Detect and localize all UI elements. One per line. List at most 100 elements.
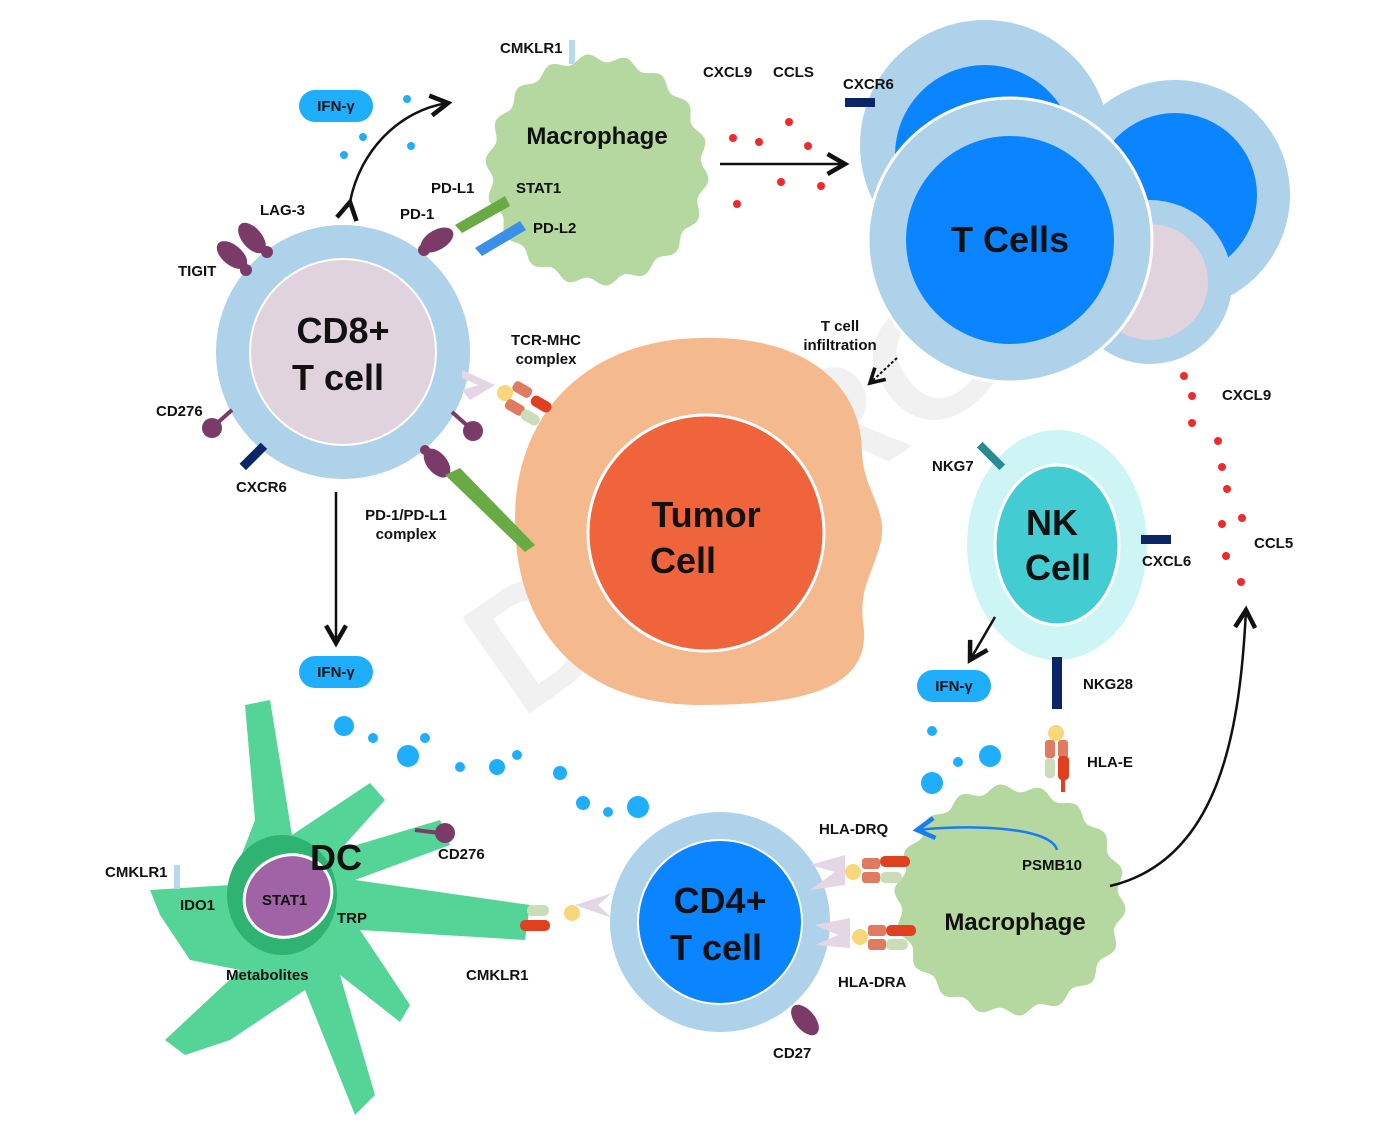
chemokine-dot xyxy=(1180,372,1188,380)
macrophage-bottom-label: Macrophage xyxy=(944,909,1085,936)
ifn-dot xyxy=(576,796,590,810)
cmklr1-receptor-dc xyxy=(174,865,180,889)
svg-text:IFN-γ: IFN-γ xyxy=(935,678,973,695)
label-nkg28: NKG28 xyxy=(1083,676,1133,693)
ifn-dot xyxy=(603,807,613,817)
chemokine-dot xyxy=(1238,514,1246,522)
macrophage-bottom xyxy=(894,784,1126,1016)
chemokine-dot xyxy=(1218,463,1226,471)
ifn-dot xyxy=(403,95,411,103)
nk-label-1: NK xyxy=(1026,502,1078,543)
ifn-gamma-pill-top: IFN-γ xyxy=(299,90,373,122)
label-nkg7: NKG7 xyxy=(932,458,974,475)
ifn-dot xyxy=(359,133,367,141)
label-cmklr1-dc: CMKLR1 xyxy=(105,864,168,881)
ifn-dot xyxy=(407,142,415,150)
cxcr6-receptor-top xyxy=(845,98,875,107)
cd27-receptor xyxy=(791,1004,819,1036)
ifn-dot xyxy=(420,733,430,743)
label-cxcr6-top: CXCR6 xyxy=(843,76,894,93)
chemokine-dot xyxy=(729,134,737,142)
label-infiltration-1: T cell xyxy=(821,318,859,335)
label-cmklr1-bottom: CMKLR1 xyxy=(466,967,529,984)
cd276-receptor-dc xyxy=(435,823,455,843)
svg-text:IFN-γ: IFN-γ xyxy=(317,98,355,115)
cd4-label-1: CD4+ xyxy=(673,880,766,921)
label-tcr-mhc-1: TCR-MHC xyxy=(511,332,581,349)
cxcr6-receptor-left xyxy=(239,442,268,471)
ifn-feedback-arrow xyxy=(335,93,453,222)
tcr-mhc-complex xyxy=(462,370,552,426)
ifn-dot xyxy=(334,716,354,736)
cd8-receptors xyxy=(202,222,483,478)
ifn-dot xyxy=(953,757,963,767)
t-cells-label: T Cells xyxy=(951,219,1069,260)
label-pd1-pdl1-2: complex xyxy=(376,526,438,543)
cd4-label-2: T cell xyxy=(670,927,762,968)
macrophage-top xyxy=(485,54,709,286)
label-cxcr6-left: CXCR6 xyxy=(236,479,287,496)
ifn-gamma-pill-nk: IFN-γ xyxy=(917,670,991,702)
ifn-gamma-pill-mid: IFN-γ xyxy=(299,656,373,688)
label-ccl5-right: CCL5 xyxy=(1254,535,1293,552)
ifn-dot xyxy=(340,151,348,159)
hla-e-molecule xyxy=(1045,725,1069,792)
label-cmklr1-top: CMKLR1 xyxy=(500,40,563,57)
chemokine-dot xyxy=(1223,485,1231,493)
ifn-dot xyxy=(455,762,465,772)
label-hla-e: HLA-E xyxy=(1087,754,1133,771)
label-ido1: IDO1 xyxy=(180,897,215,914)
chemokine-dot xyxy=(777,178,785,186)
ifn-dot xyxy=(979,745,1001,767)
chemokine-dot xyxy=(1188,419,1196,427)
ifn-dot xyxy=(368,733,378,743)
label-tigit: TIGIT xyxy=(178,263,216,280)
nkg7-receptor xyxy=(976,441,1006,471)
dendritic-cell: DC xyxy=(150,700,530,1115)
chemokine-dot xyxy=(755,138,763,146)
chemokine-dot xyxy=(1237,578,1245,586)
chemokine-dot xyxy=(733,200,741,208)
label-pd-l2: PD-L2 xyxy=(533,220,576,237)
t-cells-cluster: T Cells xyxy=(860,20,1290,384)
nk-cell: NK Cell xyxy=(967,430,1147,660)
chemokine-dot xyxy=(817,182,825,190)
label-hla-dra: HLA-DRA xyxy=(838,974,906,991)
nk-ifn-arrow xyxy=(967,616,997,664)
ifn-dot xyxy=(489,759,505,775)
label-pd-l1: PD-L1 xyxy=(431,180,474,197)
label-ccls-top: CCLS xyxy=(773,64,814,81)
dc-label: DC xyxy=(310,837,362,878)
label-stat1-top: STAT1 xyxy=(516,180,561,197)
cd8-t-cell: CD8+ T cell xyxy=(216,225,470,479)
chemokine-dot xyxy=(1214,437,1222,445)
cxcl6-receptor xyxy=(1141,535,1171,544)
label-cxcl9-right: CXCL9 xyxy=(1222,387,1271,404)
label-lag3: LAG-3 xyxy=(260,202,305,219)
psmb10-arrow xyxy=(912,816,1059,851)
label-pd1-pdl1-1: PD-1/PD-L1 xyxy=(365,507,447,524)
label-metabolites: Metabolites xyxy=(226,967,309,984)
chemokine-dot xyxy=(785,118,793,126)
label-psmb10: PSMB10 xyxy=(1022,857,1082,874)
label-cd276-left: CD276 xyxy=(156,403,203,420)
label-tcr-mhc-2: complex xyxy=(516,351,578,368)
cytokine-dots xyxy=(334,95,1246,818)
cd8-label-1: CD8+ xyxy=(296,310,389,351)
cd4-t-cell: CD4+ T cell xyxy=(610,812,830,1032)
label-trp: TRP xyxy=(337,910,367,927)
label-pd-1: PD-1 xyxy=(400,206,434,223)
cmklr1-receptor-top xyxy=(569,40,575,64)
ifn-dot xyxy=(512,750,522,760)
pd1-pdl1-complex-shape xyxy=(445,468,535,552)
pd-l1-ligand xyxy=(455,196,510,233)
chemokine-dot xyxy=(1222,552,1230,560)
pd-l2-ligand xyxy=(475,221,526,256)
ifn-dot xyxy=(927,726,937,736)
chemokine-dot xyxy=(1218,520,1226,528)
label-cd276-dc: CD276 xyxy=(438,846,485,863)
tumor-label-2: Cell xyxy=(650,540,716,581)
tumor-label-1: Tumor xyxy=(651,494,760,535)
